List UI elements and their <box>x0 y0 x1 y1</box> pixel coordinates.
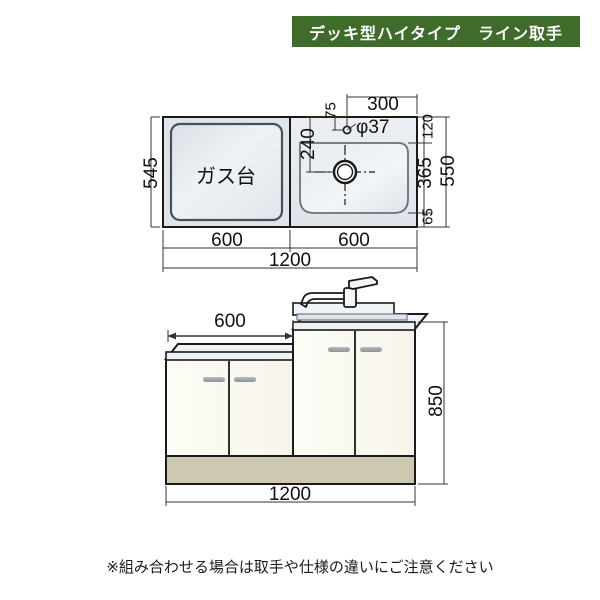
header-badge: デッキ型ハイタイプ ライン取手 <box>292 16 580 47</box>
header-title: デッキ型ハイタイプ ライン取手 <box>308 23 564 43</box>
dim-plan-left-depth: 545 <box>141 157 162 189</box>
dim-plan-drain-offset-back: 240 <box>298 128 319 160</box>
footnote-text: ※組み合わせる場合は取手や仕様の違いにご注意ください <box>106 558 494 576</box>
dim-plan-total-width: 1200 <box>268 250 312 271</box>
dim-plan-sink-width: 600 <box>338 230 370 251</box>
dim-elevation-total-width: 1200 <box>268 484 312 505</box>
dim-plan-right-bowl-depth: 365 <box>415 157 436 189</box>
dim-plan-right-total-depth: 550 <box>438 155 459 187</box>
dim-plan-faucet-offset-right: 300 <box>367 94 399 115</box>
dim-plan-faucet-offset-back: 75 <box>322 102 340 119</box>
dim-plan-gas-width: 600 <box>211 230 243 251</box>
dim-elevation-total-height: 850 <box>426 385 447 417</box>
gas-stove-label: ガス台 <box>196 164 256 188</box>
dim-plan-drain-diameter: φ37 <box>356 117 390 138</box>
dim-elevation-gas-width: 600 <box>214 311 246 332</box>
dim-plan-right-front-edge: 65 <box>419 208 437 225</box>
dim-plan-right-back-edge: 120 <box>419 113 437 140</box>
